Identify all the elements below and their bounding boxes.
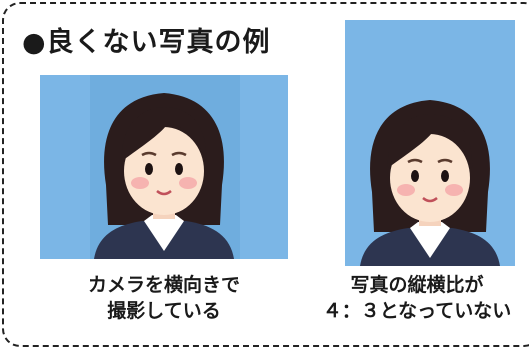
caption-line: 撮影している	[107, 300, 221, 322]
section-heading: ●良くない写真の例	[22, 27, 271, 58]
caption-landscape-example: カメラを横向きで 撮影している	[40, 272, 288, 324]
woman-portrait-illustration-icon	[345, 20, 515, 266]
bad-example-photo-wrong-ratio	[345, 20, 515, 266]
caption-ratio-example: 写真の縦横比が ４：３となっていない	[305, 272, 529, 324]
caption-line: 写真の縦横比が	[350, 274, 484, 296]
bad-example-photo-landscape	[40, 75, 288, 259]
woman-portrait-illustration-icon	[40, 75, 288, 259]
caption-line: カメラを横向きで	[87, 274, 240, 296]
caption-line: ４：３となっていない	[322, 300, 512, 322]
